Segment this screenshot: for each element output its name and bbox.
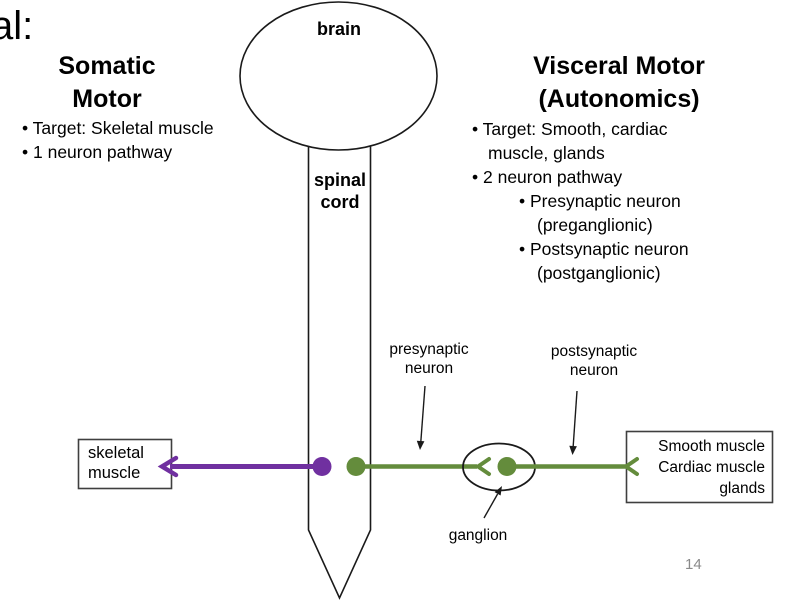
visceral-bullet-target-wrap: muscle, glands [488, 143, 605, 163]
brain-label: brain [316, 19, 362, 39]
skeletal-box-line2: muscle [88, 463, 141, 482]
postsynaptic-label-line2: neuron [569, 362, 619, 379]
visceral-subbullet-preganglionic: (preganglionic) [537, 215, 653, 235]
somatic-bullet-target: • Target: Skeletal muscle [22, 118, 214, 138]
visceral-bullet-list: • Target: Smooth, cardiac muscle, glands… [472, 117, 689, 285]
target-box-line3: glands [719, 480, 765, 497]
visceral-subbullet-postsynaptic: • Postsynaptic neuron [519, 239, 689, 259]
visceral-heading-line2: (Autonomics) [538, 85, 700, 113]
postsynaptic-arrowhead [622, 457, 639, 476]
visceral-bullet-target: • Target: Smooth, cardiac [472, 119, 668, 139]
somatic-heading-line2: Motor [72, 85, 142, 113]
visceral-motor-heading: Visceral Motor (Autonomics) [533, 50, 705, 116]
spinal-cord-label-line2: cord [320, 192, 360, 212]
target-box-line2: Cardiac muscle [658, 459, 765, 476]
slide-title-fragment: al: [0, 4, 34, 48]
postsynaptic-pointer-arrow [569, 390, 578, 455]
ganglion-label: ganglion [448, 527, 508, 544]
somatic-arrowhead [157, 455, 179, 478]
target-box-line1: Smooth muscle [658, 438, 765, 455]
skeletal-box-line1: skeletal [88, 444, 144, 462]
page-number: 14 [685, 556, 702, 573]
presynaptic-label-line2: neuron [404, 360, 454, 377]
somatic-motor-heading: Somatic Motor [58, 50, 155, 116]
skeletal-muscle-box-label: skeletal muscle [88, 444, 144, 483]
presynaptic-pointer-arrow [416, 385, 426, 450]
visceral-subbullet-presynaptic: • Presynaptic neuron [519, 191, 681, 211]
spinal-cord-outline [307, 146, 372, 600]
spinal-cord-label: spinal cord [314, 169, 366, 213]
presynaptic-neuron-label: presynaptic neuron [389, 340, 468, 378]
somatic-heading-line1: Somatic [58, 52, 156, 80]
visceral-subbullet-postganglionic: (postganglionic) [537, 263, 661, 283]
visceral-bullet-pathway: • 2 neuron pathway [472, 167, 623, 187]
skeletal-muscle-box [77, 438, 173, 490]
postsynaptic-neuron-label: postsynaptic neuron [551, 342, 637, 380]
presynaptic-arrowhead [474, 457, 491, 476]
target-organ-box-label: Smooth muscle Cardiac muscle glands [626, 436, 765, 499]
spinal-cord-label-line1: spinal [313, 170, 367, 190]
postsynaptic-label-line1: postsynaptic [550, 343, 638, 360]
ganglion-pointer-arrow [483, 486, 502, 519]
brain-outline [239, 1, 438, 151]
presynaptic-label-line1: presynaptic [389, 341, 469, 358]
somatic-bullet-list: • Target: Skeletal muscle • 1 neuron pat… [22, 116, 214, 164]
target-organ-box [625, 430, 774, 504]
visceral-heading-line1: Visceral Motor [533, 52, 705, 80]
somatic-cell-body-dot [312, 457, 332, 476]
somatic-bullet-pathway: • 1 neuron pathway [22, 142, 173, 162]
